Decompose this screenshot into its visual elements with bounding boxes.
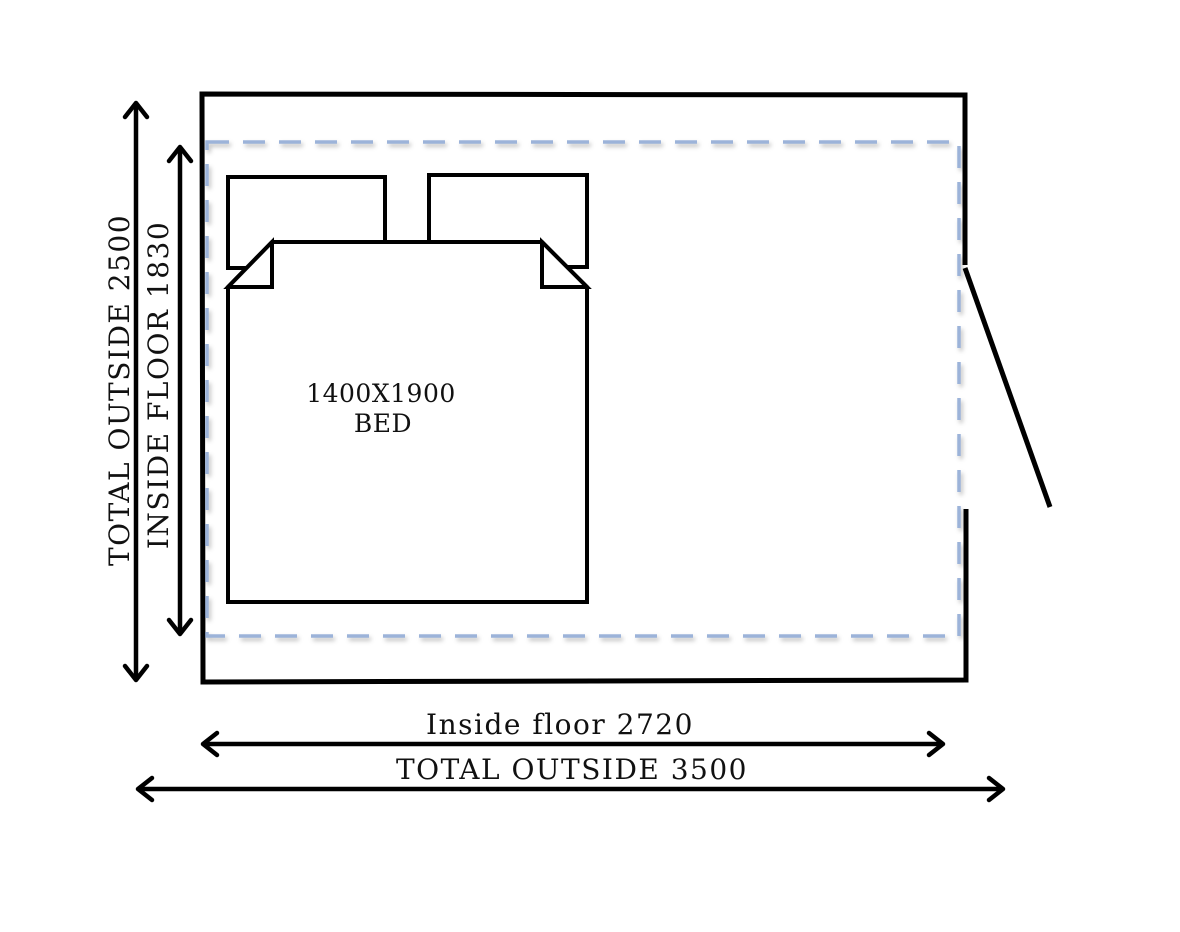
inside-floor-outline (205, 140, 961, 638)
bed-size-label: 1400X1900 (306, 379, 456, 408)
door (962, 267, 1053, 508)
bed-right-fold (540, 237, 592, 289)
bed-left-fold (223, 237, 274, 289)
total-outside-width-label: TOTAL OUTSIDE 3500 (396, 753, 748, 786)
inside-floor-depth-label: INSIDE FLOOR 1830 (142, 221, 175, 549)
bed-name-label: BED (354, 409, 412, 438)
total-outside-depth-arrow (122, 100, 150, 683)
inside-floor-width-label: Inside floor 2720 (426, 708, 694, 741)
total-outside-width-arrow (135, 775, 1006, 803)
inside-floor-width-arrow (200, 730, 946, 758)
inside-floor-depth-arrow (166, 144, 194, 637)
outer-wall (199, 91, 969, 685)
total-outside-depth-label: TOTAL OUTSIDE 2500 (103, 214, 136, 566)
